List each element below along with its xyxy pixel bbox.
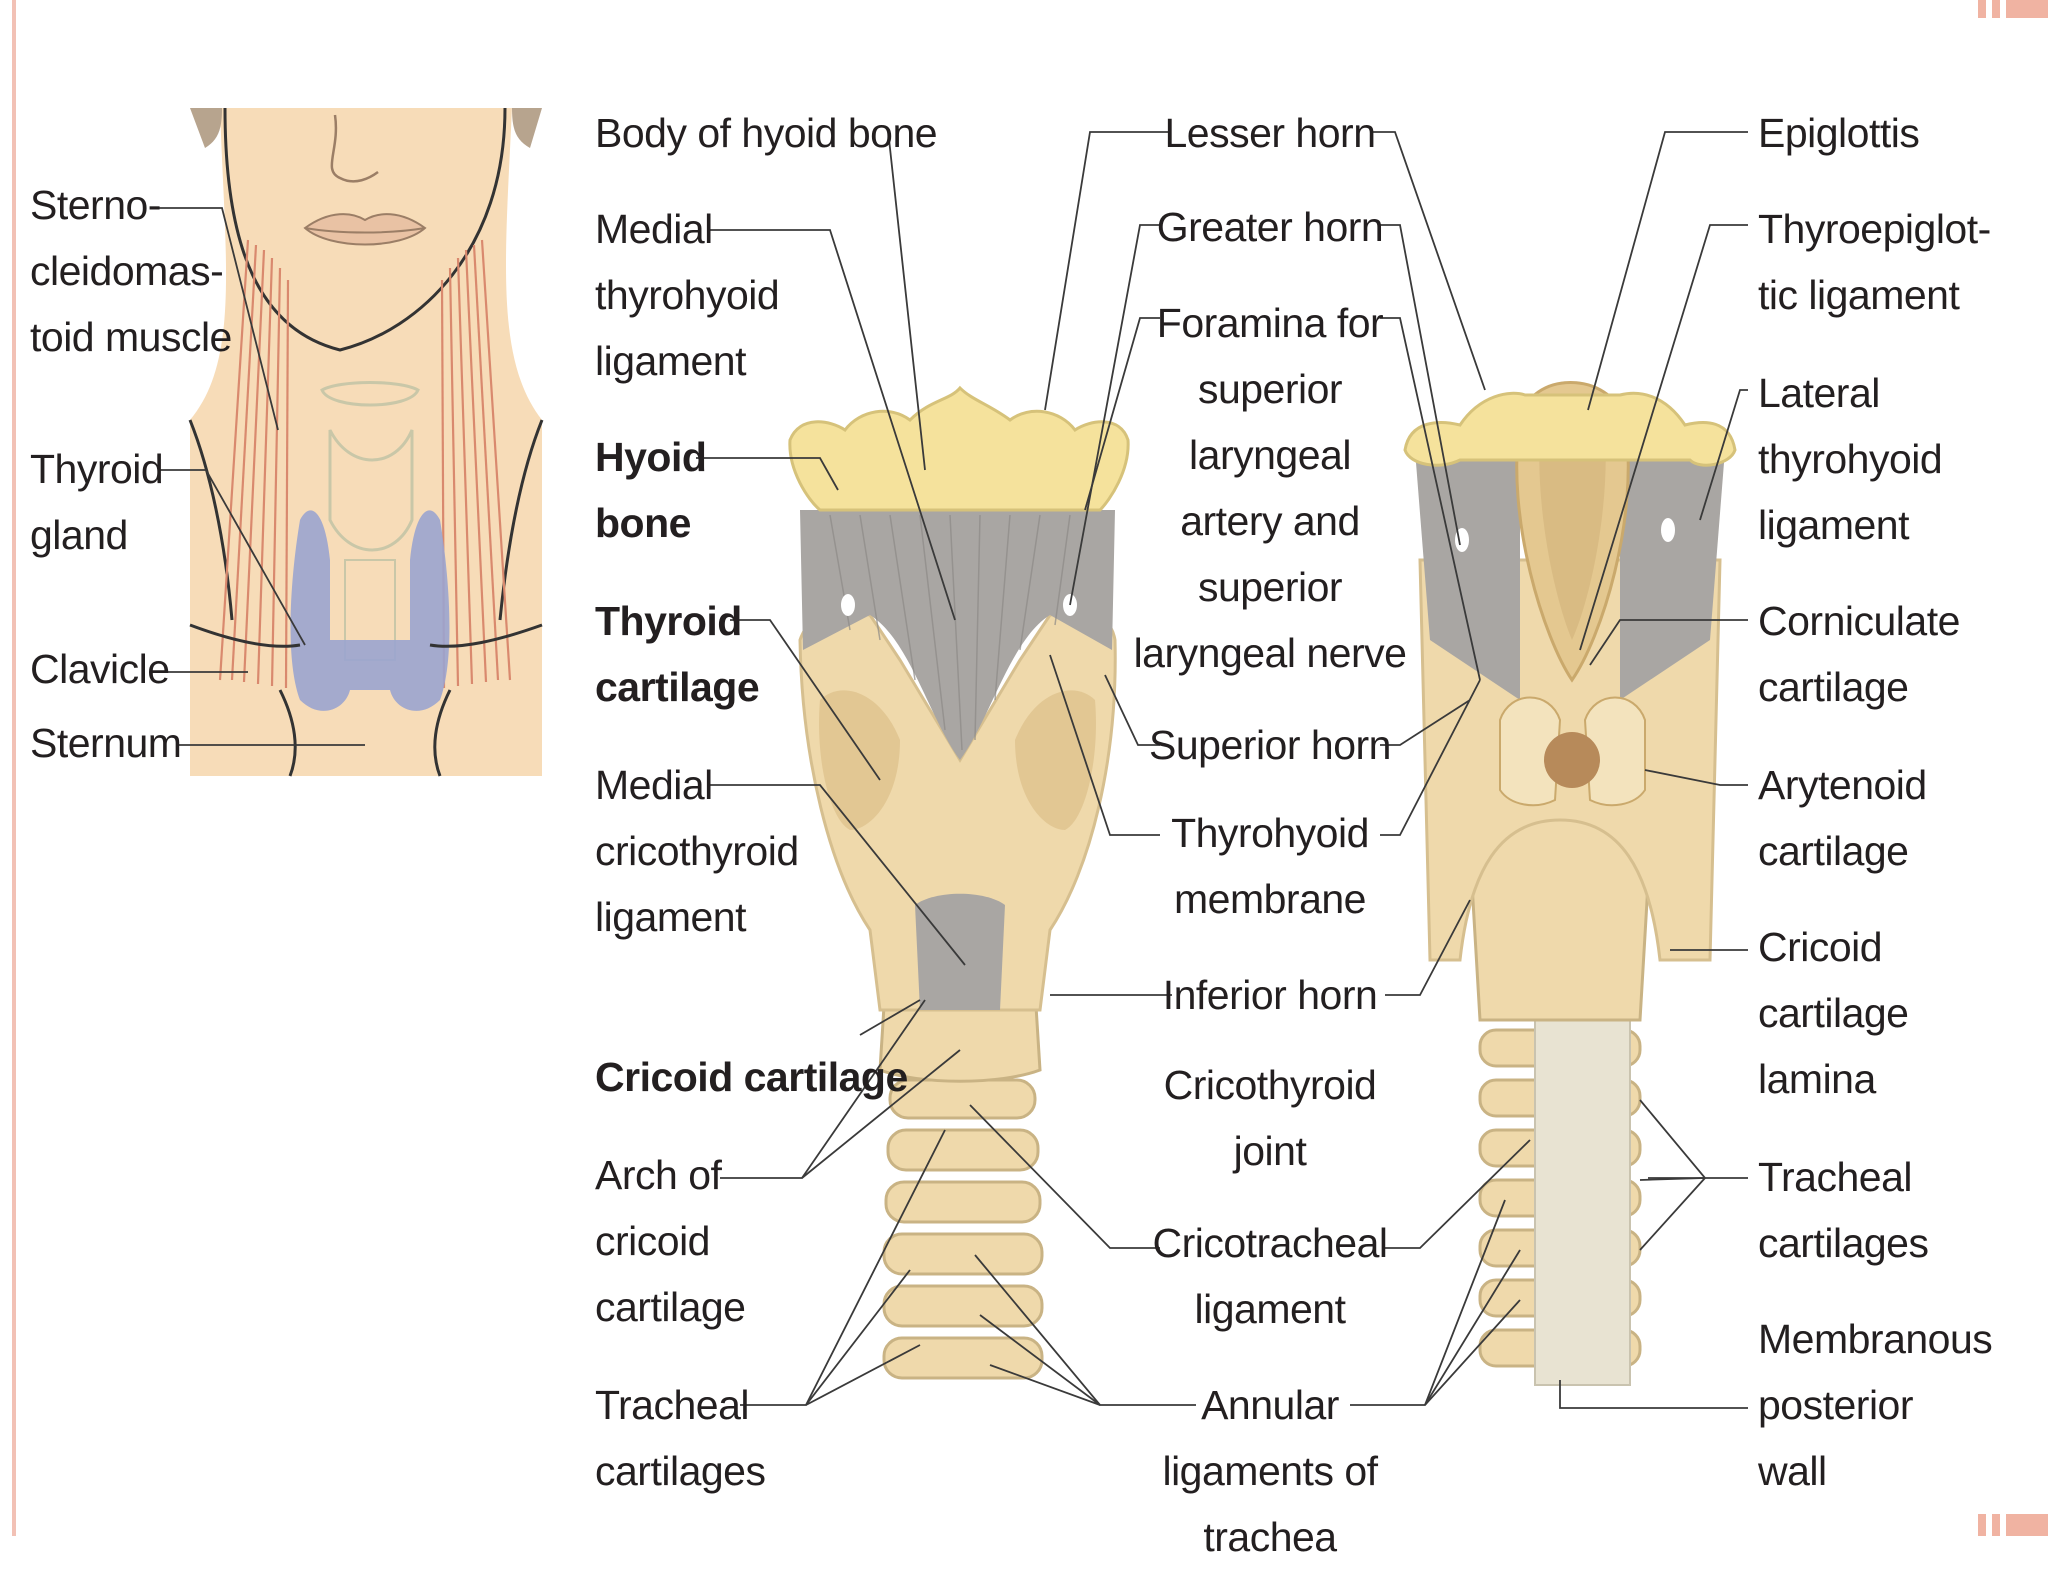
- label-clavicle: Clavicle: [30, 646, 170, 692]
- label-tracheal-cartilages-posterior: Tracheal cartilages: [1758, 1154, 1929, 1266]
- label-thyroid-gland: Thyroid gland: [30, 446, 164, 558]
- label-inferior-horn: Inferior horn: [1162, 972, 1378, 1018]
- label-thyroid-cartilage: Thyroid cartilage: [595, 598, 760, 710]
- slide-corner-decoration-bottom: [1978, 1514, 2048, 1536]
- label-corniculate-cartilage: Corniculate cartilage: [1758, 598, 1960, 710]
- label-medial-cricothyroid-ligament: Medial cricothyroid ligament: [595, 762, 799, 940]
- label-lateral-thyrohyoid-ligament: Lateral thyrohyoid ligament: [1758, 370, 1943, 548]
- label-epiglottis: Epiglottis: [1758, 110, 1920, 156]
- label-cricoid-cartilage: Cricoid cartilage: [595, 1054, 908, 1100]
- neck-panel: [188, 107, 544, 777]
- label-superior-horn: Superior horn: [1149, 722, 1391, 768]
- label-cricotracheal-ligament: Cricotracheal ligament: [1152, 1220, 1388, 1332]
- label-cricoid-cartilage-lamina: Cricoid cartilage lamina: [1758, 924, 1909, 1102]
- label-greater-horn: Greater horn: [1156, 204, 1384, 250]
- posterior-larynx: [1403, 381, 1737, 1386]
- label-membranous-posterior-wall: Membranous posterior wall: [1758, 1316, 1993, 1494]
- label-sternum: Sternum: [30, 720, 182, 766]
- anterior-larynx: [788, 385, 1130, 1380]
- label-arch-of-cricoid-cartilage: Arch of cricoid cartilage: [595, 1152, 746, 1330]
- label-cricothyroid-joint: Cricothyroid joint: [1163, 1062, 1377, 1174]
- slide-border-left: [12, 0, 16, 1536]
- slide-corner-decoration-top: [1978, 0, 2048, 18]
- label-annular-ligaments-of-trachea: Annular ligaments of trachea: [1162, 1382, 1378, 1560]
- leader-lines: [158, 129, 1748, 1409]
- label-lesser-horn: Lesser horn: [1164, 110, 1376, 156]
- label-sternocleidomastoid-muscle: Sterno- cleidomas- toid muscle: [30, 182, 232, 360]
- label-medial-thyrohyoid-ligament: Medial thyrohyoid ligament: [595, 206, 780, 384]
- label-body-of-hyoid-bone: Body of hyoid bone: [595, 110, 938, 156]
- label-foramina: Foramina for superior laryngeal artery a…: [1133, 300, 1407, 676]
- larynx-anatomy-illustration: [158, 107, 1748, 1409]
- label-thyroepiglottic-ligament: Thyroepiglot- tic ligament: [1758, 206, 1991, 318]
- label-hyoid-bone: Hyoid bone: [595, 434, 707, 546]
- label-tracheal-cartilages-anterior: Tracheal cartilages: [595, 1382, 766, 1494]
- label-thyrohyoid-membrane: Thyrohyoid membrane: [1171, 810, 1369, 922]
- label-arytenoid-cartilage: Arytenoid cartilage: [1758, 762, 1927, 874]
